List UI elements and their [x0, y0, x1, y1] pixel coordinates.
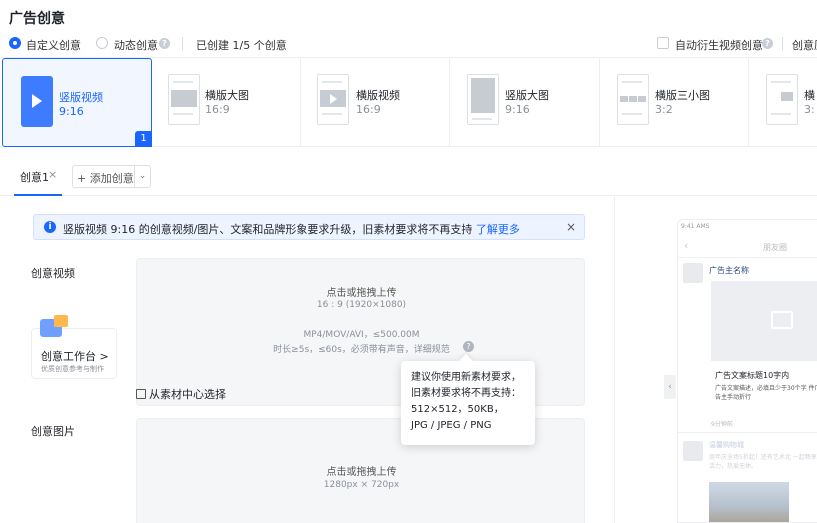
help-icon[interactable]: ?: [463, 341, 474, 352]
select-from-library-link[interactable]: 从素材中心选择: [136, 386, 226, 402]
image-thumb-icon: [168, 74, 200, 125]
created-count-badge: 1: [135, 131, 152, 147]
auto-derive-label[interactable]: 自动衍生视频创意: [675, 39, 763, 52]
page-title: 广告创意: [9, 11, 65, 27]
format-name: 横版大图: [205, 89, 249, 102]
image-icon: [54, 315, 68, 327]
studio-title: 创意工作台 >: [41, 350, 109, 363]
ratio-hint: 16 : 9 (1920×1080): [316, 300, 407, 310]
format-card-partial[interactable]: 横 3:: [749, 58, 817, 147]
creative-format-selector: 竖版视频 9:16 1 横版大图 16:9 横版视频 16:9 竖版大图 9:1…: [0, 57, 817, 147]
notice-text: 竖版视频 9:16 的创意视频/图片、文案和品牌形象要求升级，旧素材要求将不再支…: [63, 223, 520, 236]
add-creative-button[interactable]: + 添加创意 ⌄: [72, 165, 151, 188]
chevron-down-icon[interactable]: ⌄: [134, 166, 150, 187]
divider: [614, 197, 615, 523]
status-time: 9:41 AMS: [681, 223, 710, 230]
ad-description: 广告文案描述，必填且少于30个字 件广告主手动折行: [715, 385, 817, 401]
format-ratio: 3:: [804, 103, 815, 116]
feed-post-image: [709, 482, 789, 522]
image-icon: [771, 311, 793, 329]
ad-image-placeholder: [711, 281, 817, 361]
learn-more-link[interactable]: 了解更多: [475, 223, 520, 236]
format-card-horizontal-image[interactable]: 横版大图 16:9: [152, 58, 301, 147]
upload-title: 点击或拖拽上传: [326, 288, 397, 299]
format-name: 横版三小图: [655, 89, 710, 102]
advertiser-name: 广告主名称: [709, 266, 749, 275]
creative-mode-row: 自定义创意 动态创意 ? 已创建 1/5 个创意 自动衍生视频创意 ? 创意原: [0, 34, 817, 54]
format-name: 竖版视频: [59, 91, 103, 104]
preview-nav: ‹ 朋友圈: [678, 236, 817, 258]
tooltip-line: 建议你使用新素材要求，: [411, 372, 521, 383]
size-hint: 1280px × 720px: [323, 480, 400, 490]
format-card-three-small-images[interactable]: 横版三小图 3:2: [600, 58, 749, 147]
feed-post-text: 周年庆全场5折起！还有艺术北 一起畅享活力，热爱无休。: [709, 454, 817, 470]
close-icon[interactable]: ×: [565, 220, 576, 234]
format-card-vertical-image[interactable]: 竖版大图 9:16: [450, 58, 600, 147]
tooltip-line: 512×512，50KB，: [411, 404, 504, 415]
format-card-vertical-video[interactable]: 竖版视频 9:16 1: [2, 58, 152, 147]
format-hint: MP4/MOV/AVI，≤500.00M: [303, 330, 420, 340]
video-field-label: 创意视频: [31, 267, 75, 280]
active-tab-indicator: [14, 194, 62, 196]
format-card-horizontal-video[interactable]: 横版视频 16:9: [301, 58, 450, 147]
tooltip-line: JPG / JPEG / PNG: [411, 420, 492, 431]
creative-option-label[interactable]: 创意原: [792, 39, 817, 52]
dynamic-creative-radio[interactable]: [96, 37, 108, 49]
format-requirements-tooltip: 建议你使用新素材要求， 旧素材要求将不再支持： 512×512，50KB， JP…: [401, 353, 535, 445]
ad-preview-phone: 9:41 AMS ‹ 朋友圈 广告主名称 广告文案标题10字内 广告文案描述，必…: [677, 219, 817, 523]
format-ratio: 16:9: [205, 103, 230, 116]
studio-subtitle: 优质创意参考与制作: [41, 365, 104, 373]
format-name: 竖版大图: [505, 89, 549, 102]
format-name: 横: [804, 89, 815, 102]
image-field-label: 创意图片: [31, 425, 75, 438]
back-icon: ‹: [684, 239, 689, 252]
help-icon[interactable]: ?: [762, 38, 773, 49]
add-creative-label: + 添加创意: [77, 172, 134, 185]
format-ratio: 3:2: [655, 103, 673, 116]
image-thumb-icon: [617, 74, 649, 125]
feed-username: 温馨购物城: [709, 441, 744, 449]
video-thumb-icon: [317, 74, 349, 125]
format-ratio: 16:9: [356, 103, 381, 116]
format-ratio: 9:16: [505, 103, 530, 116]
notice-banner: i 竖版视频 9:16 的创意视频/图片、文案和品牌形象要求升级，旧素材要求将不…: [33, 214, 585, 240]
help-icon[interactable]: ?: [159, 38, 170, 49]
info-icon: i: [44, 221, 56, 233]
tooltip-line: 旧素材要求将不再支持：: [411, 388, 521, 399]
tab-creative-1[interactable]: 创意1: [20, 171, 49, 184]
divider: [678, 432, 817, 433]
creative-tabs: 创意1 × + 添加创意 ⌄: [0, 156, 817, 196]
post-time: 9分钟前: [711, 421, 733, 428]
divider: [782, 37, 783, 50]
video-thumb-icon: [21, 76, 53, 127]
upload-title: 点击或拖拽上传: [326, 467, 397, 478]
auto-derive-checkbox[interactable]: [657, 37, 669, 49]
creative-studio-card[interactable]: 创意工作台 > 优质创意参考与制作: [31, 315, 117, 379]
format-ratio: 9:16: [59, 105, 84, 118]
collapse-preview-button[interactable]: ‹: [664, 375, 676, 399]
image-thumb-icon: [766, 74, 798, 125]
divider: [182, 37, 183, 50]
preview-nav-title: 朋友圈: [763, 243, 787, 252]
duration-hint: 时长≥5s，≤60s，必须带有声音，详细规范: [273, 345, 450, 355]
created-count: 已创建 1/5 个创意: [196, 39, 287, 52]
ad-title: 广告文案标题10字内: [715, 371, 790, 380]
image-thumb-icon: [467, 74, 499, 125]
avatar: [683, 441, 703, 461]
custom-creative-label[interactable]: 自定义创意: [26, 39, 81, 52]
library-icon: [136, 389, 146, 399]
close-icon[interactable]: ×: [48, 168, 58, 181]
custom-creative-radio[interactable]: [9, 37, 21, 49]
format-name: 横版视频: [356, 89, 400, 102]
avatar: [683, 263, 703, 283]
dynamic-creative-label[interactable]: 动态创意: [114, 39, 158, 52]
